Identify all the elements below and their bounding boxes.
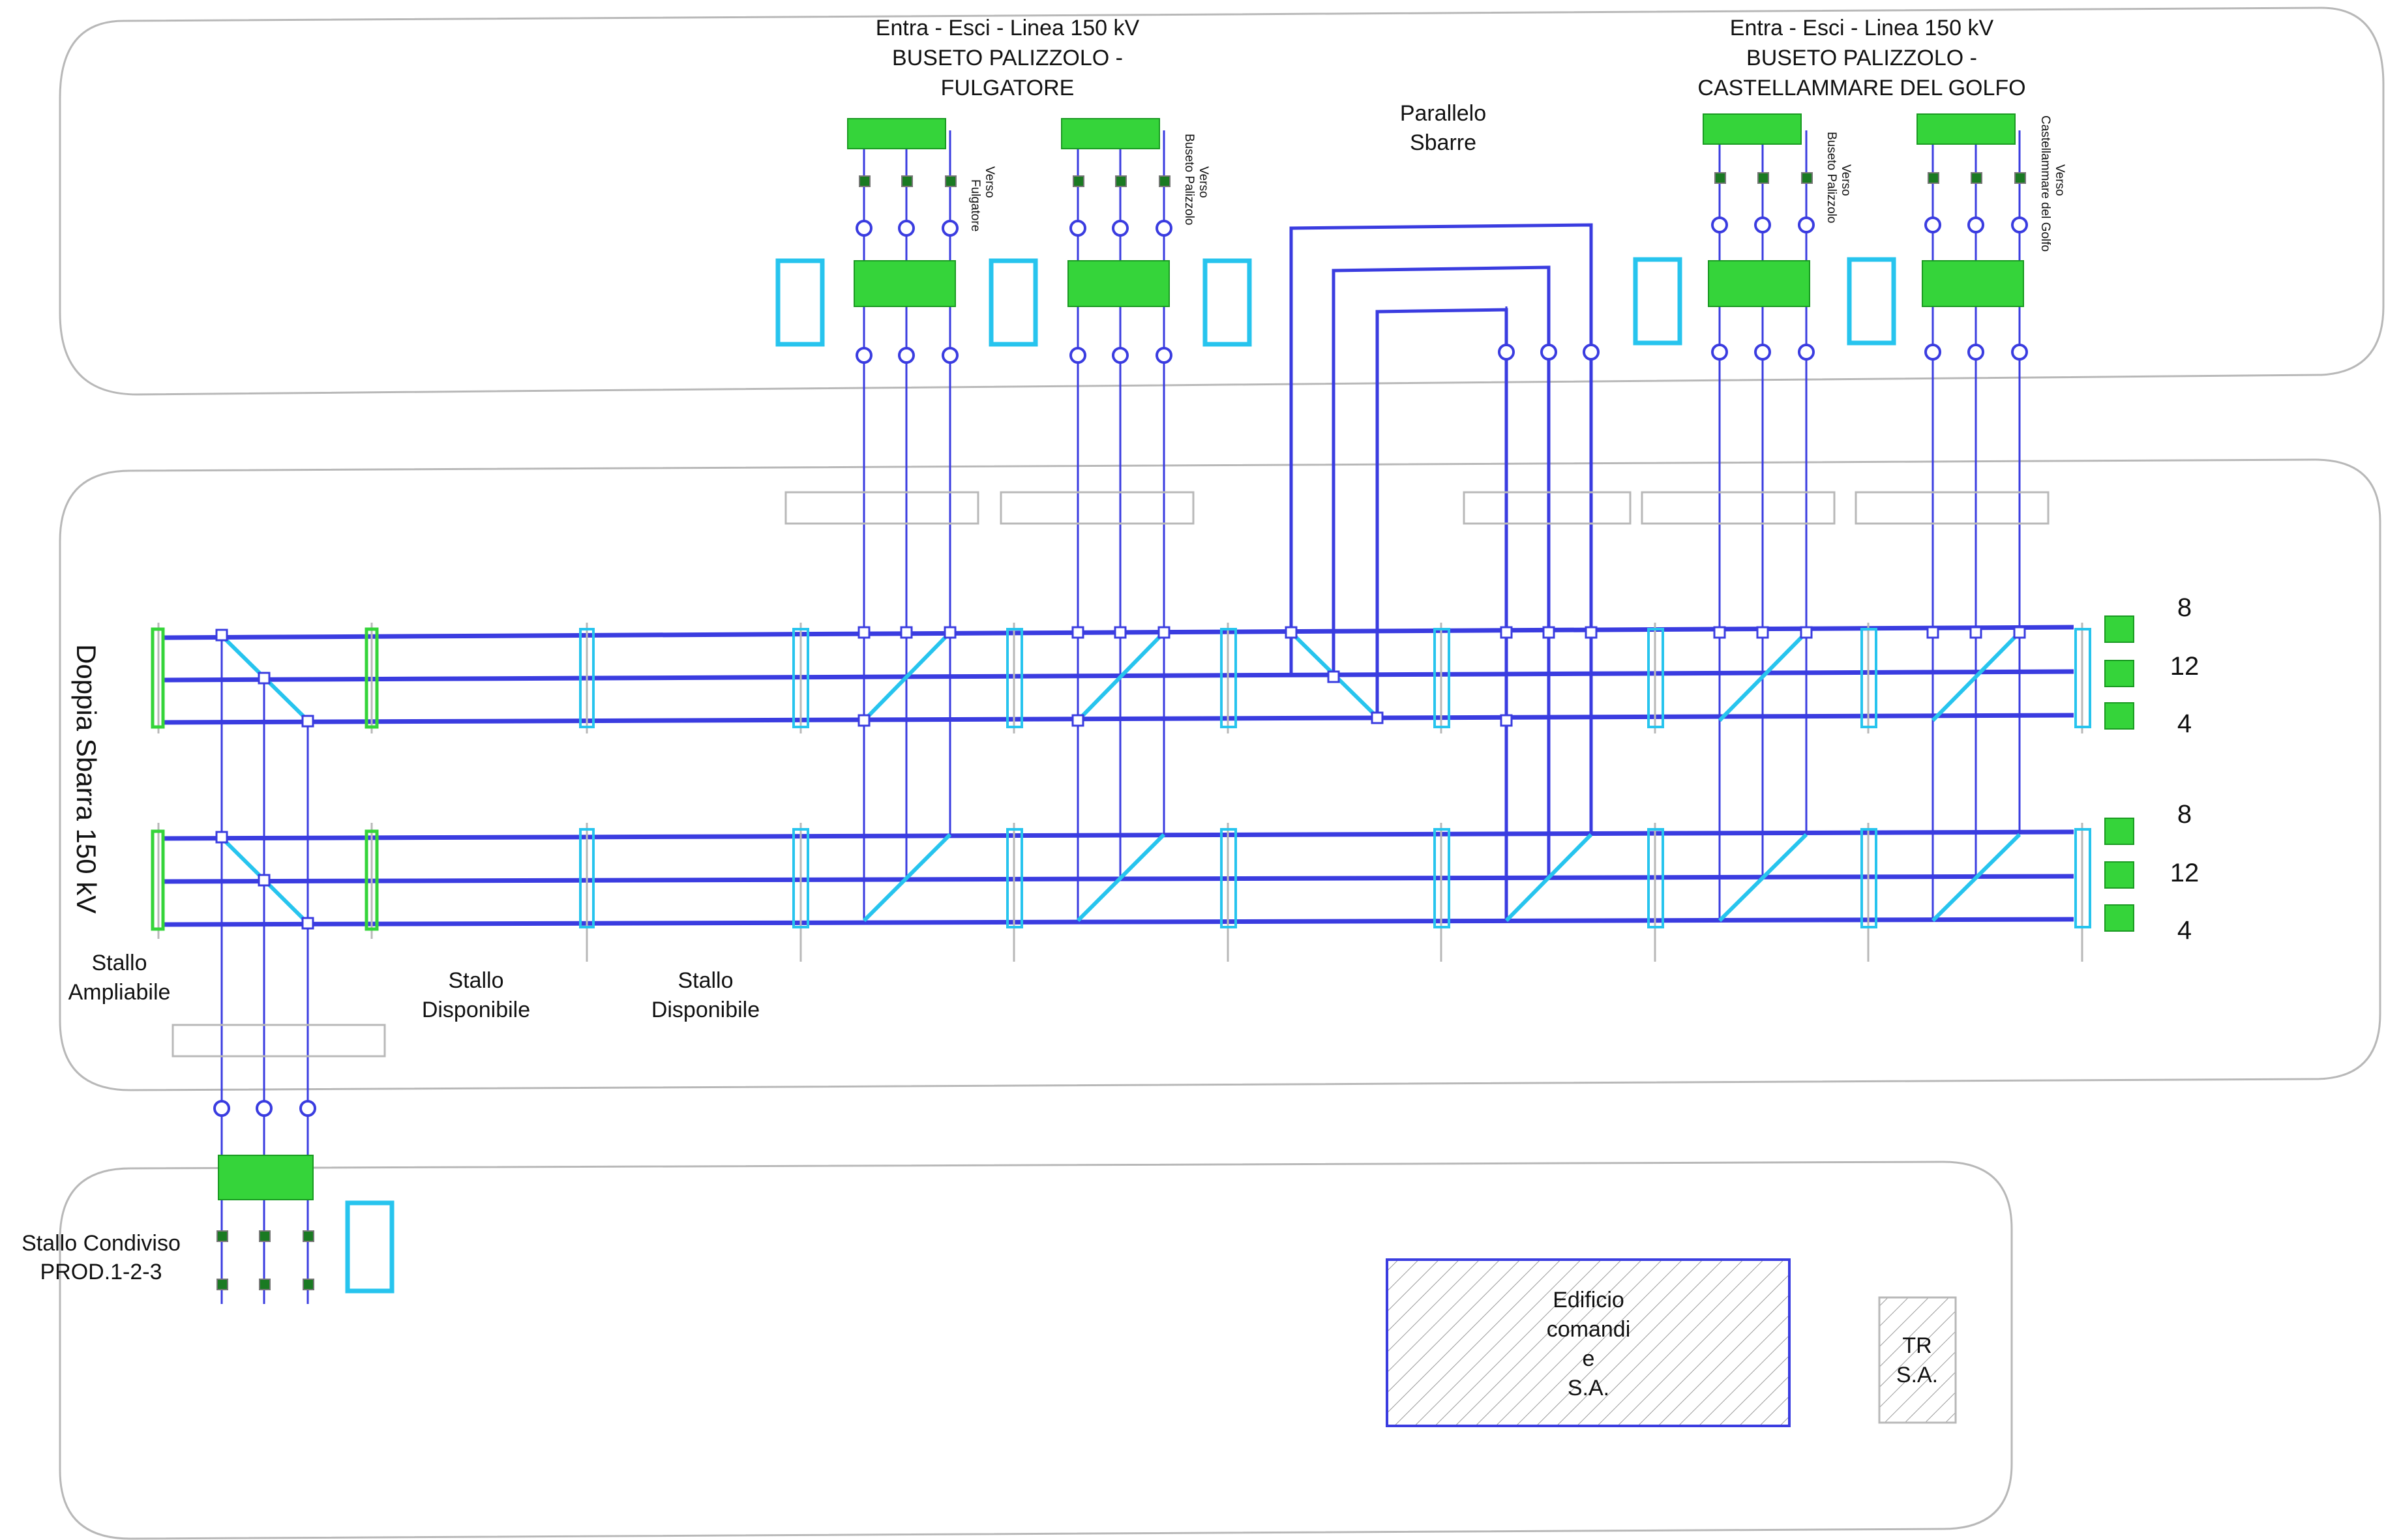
busbar-support-posts [151,623,2091,962]
tr-building-label-2: S.A. [1896,1363,1938,1387]
lower-bus-number-2: 12 [2170,859,2200,887]
line-right-title-1: Entra - Esci - Linea 150 kV [1730,16,1994,40]
control-building-label-3: e [1583,1346,1595,1371]
bay-disponibile-1-1: Stallo [448,968,503,993]
busbar-nodes [215,626,2026,930]
transformer-rows [171,491,2050,1058]
busbar-title: Doppia Sbarra 150 kV [71,644,102,913]
line-left-title-3: FULGATORE [941,76,1075,100]
line-left-title-1: Entra - Esci - Linea 150 kV [876,16,1140,40]
busbar-end-terminals [2104,615,2134,932]
line-left-title-2: BUSETO PALIZZOLO - [892,46,1123,70]
line-right-title-2: BUSETO PALIZZOLO - [1746,46,1977,70]
upper-area-outline [59,7,2385,396]
tr-sa-building [1878,1296,1957,1424]
bay-ampliabile-1: Stallo [91,951,147,975]
control-building-label-2: comandi [1547,1317,1631,1342]
upper-bus-number-1: 8 [2177,593,2192,622]
bay-condiviso-1: Stallo Condiviso [22,1231,181,1256]
bay-ampliabile-2: Ampliabile [68,980,171,1005]
parallel-title-2: Sbarre [1410,130,1476,155]
switchyard-area-outline [59,458,2381,1091]
verso-right-b-2: Castellammare del Golfo [2038,115,2052,252]
control-building-label-4: S.A. [1568,1376,1609,1400]
diagonal-selectors [220,630,2021,925]
bay-condiviso-2: PROD.1-2-3 [40,1260,162,1284]
parallel-title-1: Parallelo [1400,101,1486,126]
verso-left-b-2: Buseto Palizzolo [1182,134,1196,225]
lower-bus-number-3: 4 [2177,916,2192,945]
verso-right-a-2: Buseto Palizzolo [1825,132,1838,223]
bay-disponibile-2-2: Disponibile [651,998,760,1022]
control-building [1386,1258,1791,1427]
verso-right-a-1: Verso [1839,164,1853,196]
building-area-outline [59,1161,2013,1540]
line-bay-equipment [213,113,2028,1294]
bay-disponibile-1-2: Disponibile [422,998,530,1022]
bay-disponibile-2-1: Stallo [678,968,733,993]
control-building-label-1: Edificio [1553,1288,1624,1312]
verso-left-b-1: Verso [1197,166,1210,198]
line-right-title-3: CASTELLAMMARE DEL GOLFO [1697,76,2025,100]
lower-bus-number-1: 8 [2177,800,2192,829]
upper-bus-number-2: 12 [2170,652,2200,681]
verso-left-a-1: Verso [983,166,996,198]
upper-bus-number-3: 4 [2177,709,2192,738]
verso-right-b-1: Verso [2053,164,2066,196]
verso-left-a-2: Fulgatore [968,179,982,231]
tr-building-label-1: TR [1902,1333,1931,1358]
bus-coupler-conductors [1289,223,1593,919]
